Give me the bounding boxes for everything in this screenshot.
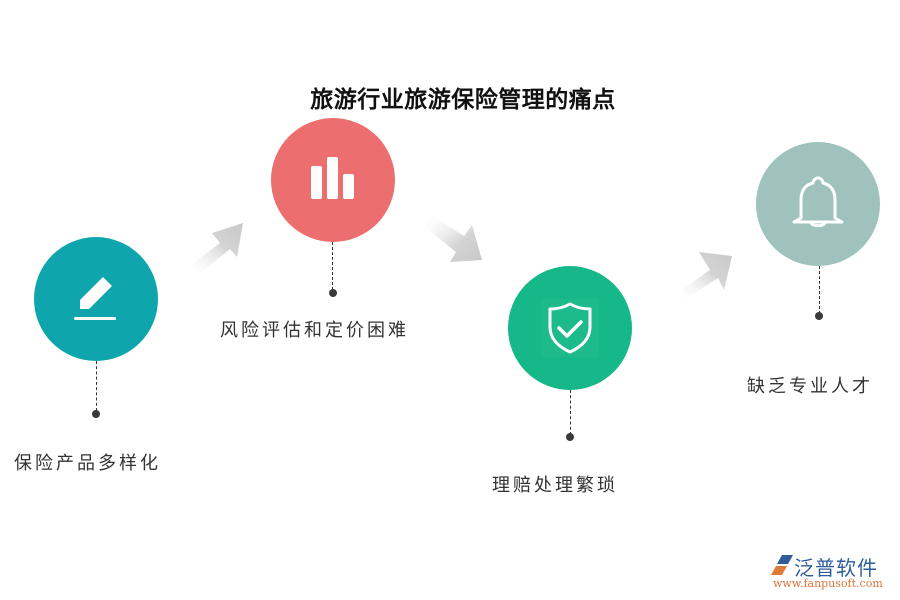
pencil-icon xyxy=(74,277,116,320)
connector-line xyxy=(570,390,571,435)
arrow-up-right-icon xyxy=(188,223,243,275)
shield-check-icon xyxy=(541,299,599,357)
connector-dot xyxy=(566,433,574,441)
logo-url: www.fanpusoft.com xyxy=(773,577,883,590)
arrow-up-right-icon xyxy=(676,252,732,300)
logo-mark-icon xyxy=(771,555,793,575)
node-label-4: 缺乏专业人才 xyxy=(747,376,873,397)
node-circle-1 xyxy=(34,237,158,361)
connector-dot xyxy=(815,312,823,320)
bell-icon xyxy=(792,176,844,228)
bar-chart-icon xyxy=(311,157,354,199)
node-label-1: 保险产品多样化 xyxy=(14,453,161,474)
node-circle-2 xyxy=(271,118,395,242)
brand-logo: 泛普软件 www.fanpusoft.com xyxy=(768,552,893,594)
node-label-3: 理赔处理繁琐 xyxy=(492,475,618,496)
connector-line xyxy=(96,361,97,411)
arrow-down-right-icon xyxy=(424,214,482,262)
node-circle-4 xyxy=(756,142,880,266)
node-label-2: 风险评估和定价困难 xyxy=(220,320,409,341)
connector-line xyxy=(819,266,820,314)
connector-dot xyxy=(329,289,337,297)
connector-line xyxy=(332,242,333,290)
node-circle-3 xyxy=(508,266,632,390)
logo-name: 泛普软件 xyxy=(794,556,878,580)
connector-dot xyxy=(92,410,100,418)
page-title: 旅游行业旅游保险管理的痛点 xyxy=(310,87,616,113)
